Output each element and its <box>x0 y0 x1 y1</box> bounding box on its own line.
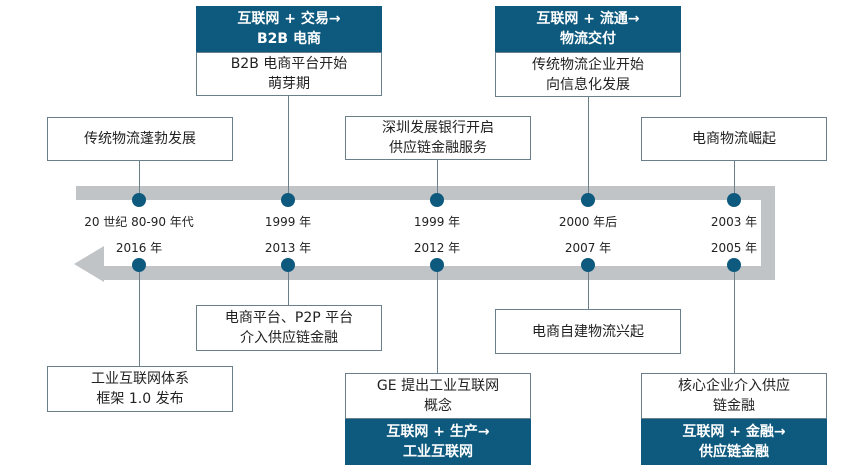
timeline-node <box>281 193 295 207</box>
event-box: 传统物流企业开始 向信息化发展 <box>495 52 681 97</box>
event-box: 电商平台、P2P 平台 介入供应链金融 <box>196 305 382 351</box>
year-label: 2013 年 <box>264 241 312 255</box>
connector-line <box>734 161 735 194</box>
timeline-node <box>727 193 741 207</box>
event-box: 电商自建物流兴起 <box>495 309 681 354</box>
connector-line <box>139 265 140 366</box>
connector-line <box>588 265 589 309</box>
event-box: 传统物流蓬勃发展 <box>47 117 233 161</box>
timeline-node <box>430 193 444 207</box>
category-header: 互联网 + 流通→ 物流交付 <box>495 6 681 52</box>
connector-line <box>288 96 289 194</box>
event-box: GE 提出工业互联网 概念 <box>345 373 531 419</box>
connector-line <box>734 265 735 373</box>
event-box: 核心企业介入供应 链金融 <box>641 373 827 419</box>
timeline-node <box>581 258 595 272</box>
category-header: 互联网 + 金融→ 供应链金融 <box>641 419 827 465</box>
connector-line <box>288 265 289 305</box>
timeline-node <box>132 193 146 207</box>
event-box: 深圳发展银行开启 供应链金融服务 <box>345 116 531 160</box>
year-label: 1999 年 <box>264 215 312 229</box>
timeline-node <box>132 258 146 272</box>
year-label: 2012 年 <box>413 241 461 255</box>
year-label: 2005 年 <box>710 241 758 255</box>
year-label: 2007 年 <box>564 241 612 255</box>
year-label: 1999 年 <box>413 215 461 229</box>
connector-line <box>437 265 438 373</box>
connector-line <box>588 97 589 194</box>
timeline-node <box>581 193 595 207</box>
connector-line <box>139 161 140 194</box>
track-upper-band <box>76 186 775 280</box>
timeline-node <box>430 258 444 272</box>
event-box: B2B 电商平台开始 萌芽期 <box>196 52 382 96</box>
category-header: 互联网 + 交易→ B2B 电商 <box>196 6 382 52</box>
event-box: 电商物流崛起 <box>641 117 827 161</box>
connector-line <box>437 160 438 194</box>
track-arrowhead-icon <box>74 246 104 282</box>
category-header: 互联网 + 生产→ 工业互联网 <box>345 419 531 465</box>
year-label: 2000 年后 <box>558 215 618 229</box>
year-label: 20 世纪 80-90 年代 <box>84 215 194 229</box>
timeline-node <box>281 258 295 272</box>
year-label: 2016 年 <box>115 241 163 255</box>
event-box: 工业互联网体系 框架 1.0 发布 <box>47 366 233 412</box>
timeline-node <box>727 258 741 272</box>
year-label: 2003 年 <box>710 215 758 229</box>
